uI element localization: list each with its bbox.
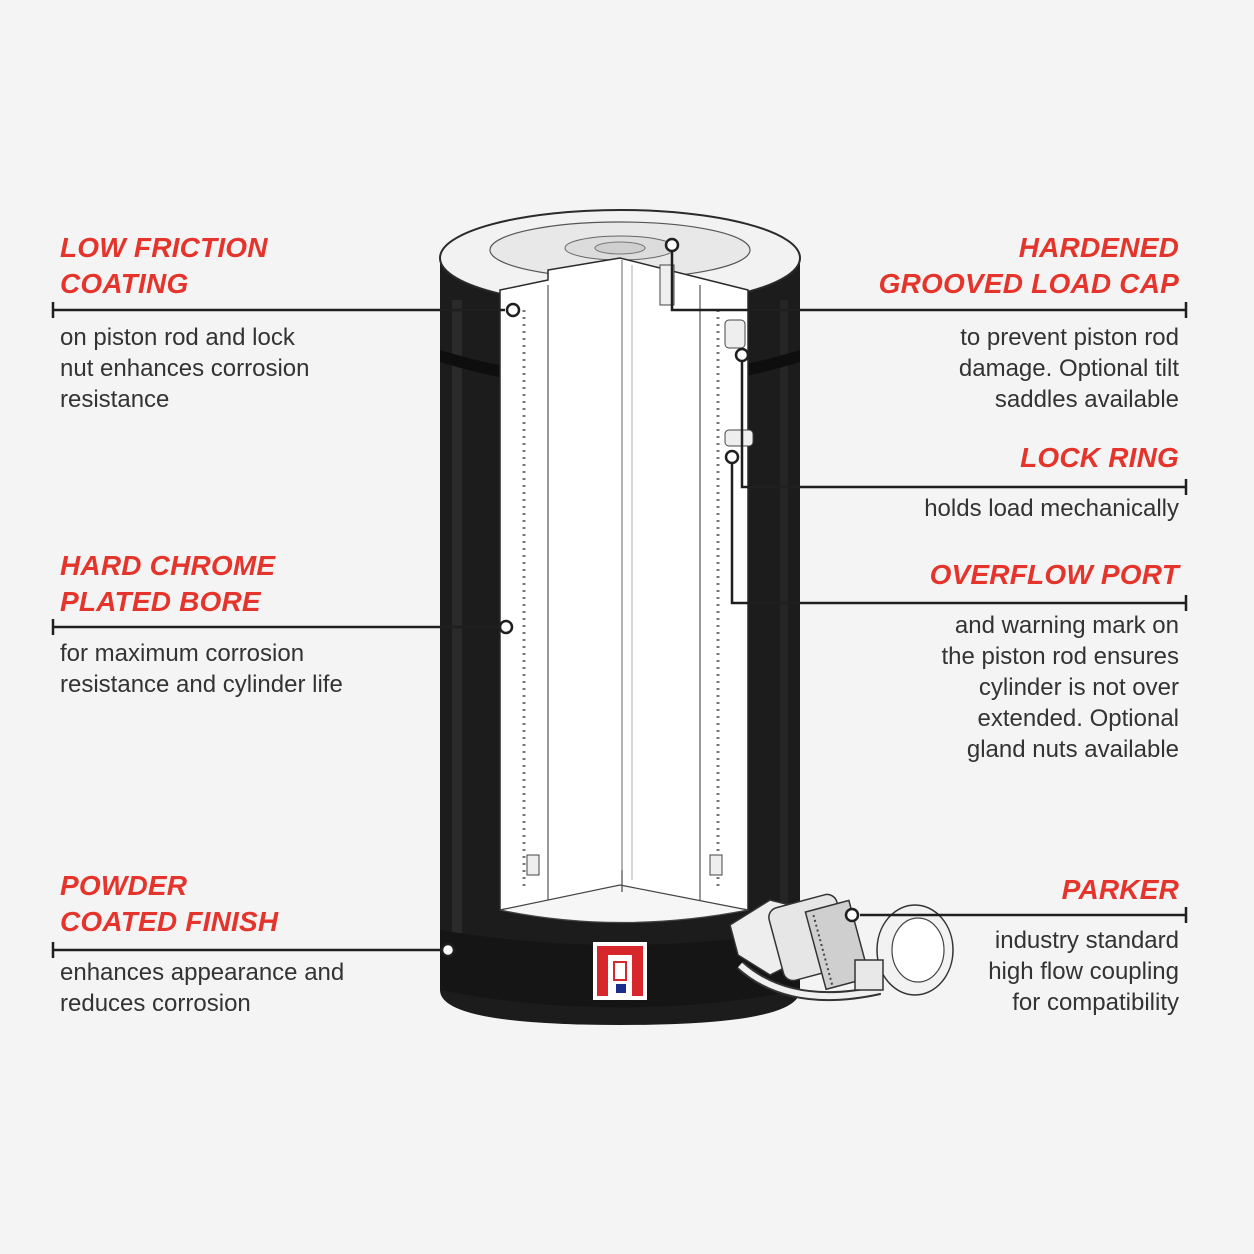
brand-logo-icon bbox=[593, 942, 647, 1000]
callout-title: OVERFLOW PORT bbox=[929, 559, 1179, 590]
callout-desc: enhances appearance and reduces corrosio… bbox=[60, 959, 345, 1017]
callout-title: LOCK RING bbox=[1020, 442, 1179, 473]
callout-overflow-port: OVERFLOW PORT and warning mark on the pi… bbox=[930, 557, 1179, 765]
callout-title: HARD CHROME PLATED BORE bbox=[60, 550, 276, 617]
callout-desc: for maximum corrosion resistance and cyl… bbox=[60, 640, 343, 698]
callout-desc: on piston rod and lock nut enhances corr… bbox=[60, 324, 310, 413]
leader-overflow-port bbox=[730, 463, 1186, 605]
leader-lines bbox=[51, 251, 1188, 958]
leader-endpoints bbox=[440, 237, 860, 958]
callout-desc: and warning mark on the piston rod ensur… bbox=[941, 612, 1179, 763]
callout-hard-chrome: HARD CHROME PLATED BORE for maximum corr… bbox=[60, 548, 343, 700]
callout-title: HARDENED GROOVED LOAD CAP bbox=[878, 232, 1179, 299]
leader-load-cap bbox=[670, 251, 1186, 312]
callout-lock-ring: LOCK RING holds load mechanically bbox=[924, 440, 1179, 524]
hydraulic-coupler-icon bbox=[729, 893, 954, 1002]
callout-load-cap: HARDENED GROOVED LOAD CAP to prevent pis… bbox=[879, 230, 1179, 415]
callout-desc: to prevent piston rod damage. Optional t… bbox=[958, 324, 1179, 413]
callout-title: LOW FRICTION COATING bbox=[60, 232, 268, 299]
callout-low-friction: LOW FRICTION COATING on piston rod and l… bbox=[60, 230, 310, 415]
callout-title: PARKER bbox=[1061, 874, 1179, 905]
callout-desc: holds load mechanically bbox=[924, 495, 1179, 522]
cutaway-interior bbox=[499, 257, 754, 924]
callout-title: POWDER COATED FINISH bbox=[60, 870, 279, 937]
callout-parker: PARKER industry standard high flow coupl… bbox=[988, 872, 1179, 1018]
leader-lock-ring bbox=[740, 361, 1186, 489]
callout-desc: industry standard high flow coupling for… bbox=[988, 927, 1179, 1016]
callout-powder-coated: POWDER COATED FINISH enhances appearance… bbox=[60, 868, 344, 1019]
